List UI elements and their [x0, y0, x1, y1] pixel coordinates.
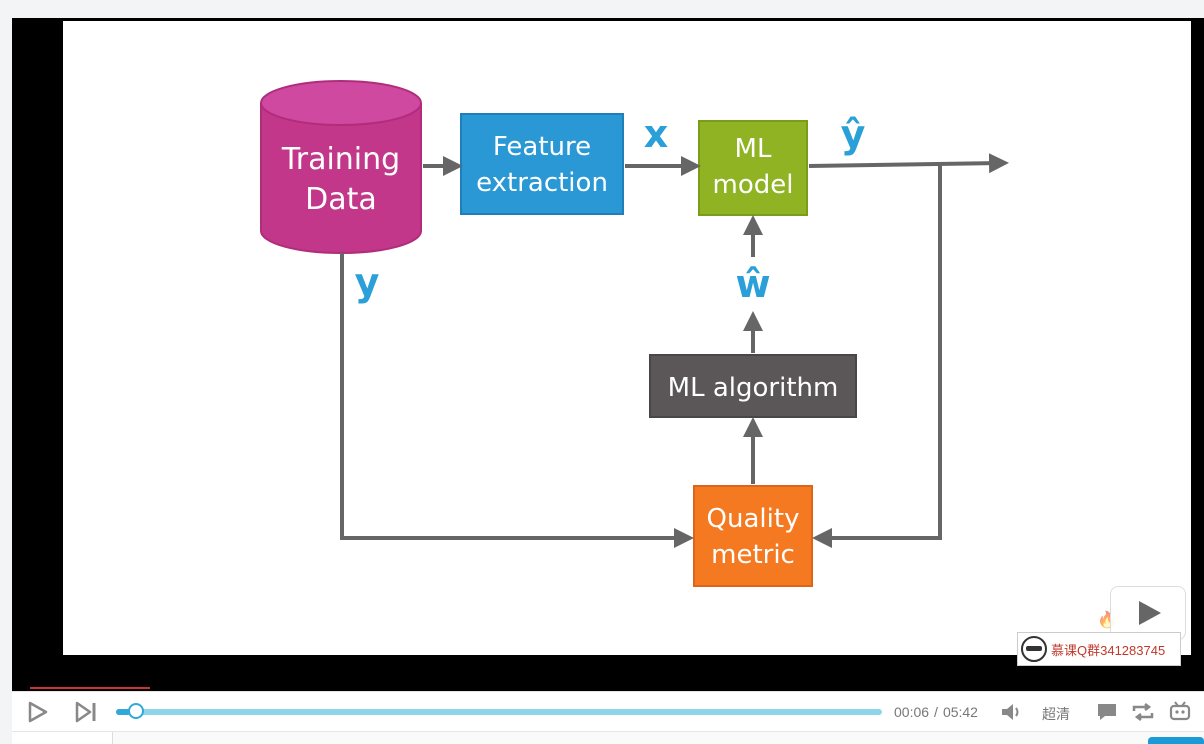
progress-knob[interactable] [128, 703, 144, 719]
feature-extraction-label-2: extraction [476, 168, 608, 198]
watermark-badge: 慕课Q群341283745 [1017, 632, 1181, 666]
time-display: 00:06/05:42 [894, 704, 978, 720]
var-x-label: x [644, 112, 669, 156]
ml-model-label-2: model [713, 170, 794, 200]
slide-frame: Training Data Feature extraction ML mode… [63, 21, 1191, 655]
comment-icon[interactable] [1096, 702, 1118, 722]
feature-extraction-label-1: Feature [493, 132, 591, 162]
quality-metric-label-2: metric [711, 540, 795, 570]
feature-extraction-box: Feature extraction [460, 113, 624, 215]
buffer-indicator [30, 687, 150, 689]
progress-bar[interactable] [116, 703, 882, 719]
bilibili-tv-icon[interactable] [1169, 700, 1191, 722]
ml-pipeline-diagram: Training Data Feature extraction ML mode… [260, 80, 1009, 587]
next-icon[interactable] [74, 701, 98, 723]
footer-accent-button[interactable] [1148, 737, 1204, 744]
total-time: 05:42 [942, 704, 978, 720]
var-what-label: ŵ [735, 262, 770, 306]
volume-icon[interactable] [1000, 702, 1022, 722]
connector-arrows [340, 153, 1009, 548]
ml-model-box: ML model [698, 120, 808, 216]
ml-algorithm-label: ML algorithm [668, 373, 839, 403]
quality-selector[interactable]: 超清 [1042, 706, 1070, 722]
training-data-label-2: Data [305, 182, 377, 217]
training-data-cylinder: Training Data [260, 80, 422, 254]
play-icon[interactable] [26, 701, 48, 723]
ml-algorithm-box: ML algorithm [649, 354, 857, 418]
quality-metric-box: Quality metric [693, 485, 813, 587]
current-time: 00:06 [894, 704, 930, 720]
footer-tab[interactable] [12, 732, 113, 744]
watermark-text: 慕课Q群341283745 [1051, 642, 1166, 658]
var-y-label: y [355, 260, 380, 304]
arrow-model-output [808, 153, 1009, 174]
video-player[interactable]: Training Data Feature extraction ML mode… [12, 18, 1204, 691]
training-data-label-1: Training [281, 142, 400, 177]
progress-fill [116, 709, 130, 715]
loop-icon[interactable] [1131, 702, 1155, 722]
face-icon [1021, 636, 1047, 662]
arrow-y-to-metric [340, 253, 694, 548]
var-yhat-label: ŷ [841, 112, 866, 156]
page-footer-strip [12, 731, 1204, 744]
ml-model-label-1: ML [735, 134, 772, 164]
play-overlay-icon[interactable] [1110, 586, 1186, 640]
arrow-output-to-metric [812, 164, 942, 548]
quality-metric-label-1: Quality [707, 504, 800, 534]
time-separator: / [934, 704, 938, 720]
player-controls: 00:06/05:42 超清 [12, 691, 1204, 732]
